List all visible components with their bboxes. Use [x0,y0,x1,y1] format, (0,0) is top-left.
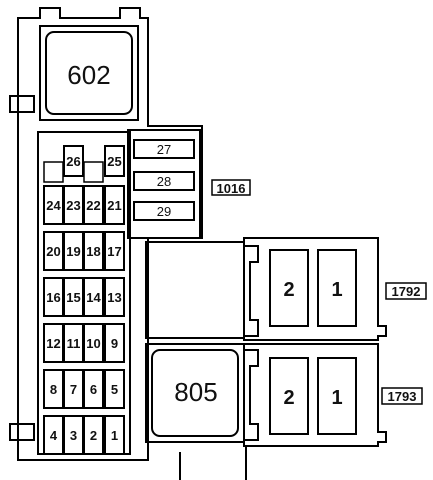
fuse-12-label: 12 [46,336,60,351]
upper-block-label-box [211,179,251,196]
fuse-9 [104,323,125,363]
fuse-10 [83,323,104,363]
fuse-11-label: 11 [67,336,81,351]
fuse-16-label: 16 [46,290,60,305]
fuse-5-label: 5 [111,382,118,397]
fuse-9-label: 9 [111,336,118,351]
mounting-tab-upper [9,95,35,113]
relay-group-1792-label: 1792 [392,284,421,299]
fuse-26 [63,145,84,177]
relay-602-label: 602 [67,60,110,90]
empty-fuse-slot [43,161,64,183]
fuse-17-label: 17 [107,244,121,259]
fuse-28-label: 28 [157,174,171,189]
fuse-27-label: 27 [157,142,171,157]
fuse-18 [83,231,104,271]
fuse-29 [133,201,195,221]
relay-group-1792-slot-left [269,249,309,327]
latch-upper [244,245,259,337]
relay-group-1792-label-box [385,282,427,300]
upper-block-label: 1016 [217,181,246,196]
fuse-10-label: 10 [86,336,100,351]
relay-group-1793-slot-1: 1 [331,387,342,409]
relay-group-1793-slot-2: 2 [283,387,294,409]
fuse-19-label: 19 [66,244,80,259]
upper-fuse-group: 27 28 29 [133,139,195,221]
fuse-3-label: 3 [70,428,77,443]
housing-outline [17,7,203,461]
upper-fuse-block [127,129,201,239]
fuse-26-label: 26 [66,154,80,169]
empty-relay-slot [145,241,245,339]
relay-group-1793-label-box [381,387,423,405]
fuse-18-label: 18 [86,244,100,259]
fuse-27 [133,139,195,159]
fuse-14 [83,277,104,317]
relay-805-inner [151,349,239,437]
fuse-14-label: 14 [86,290,101,305]
fuse-1-label: 1 [111,428,118,443]
fuse-20-label: 20 [46,244,60,259]
empty-fuse-slot [83,161,104,183]
mounting-tab-lower [9,423,35,441]
fuse-6-label: 6 [90,382,97,397]
fuse-13 [104,277,125,317]
fuse-2 [83,415,104,455]
fuse-13-label: 13 [107,290,121,305]
relay-group-1793-label: 1793 [388,389,417,404]
fuse-29-label: 29 [157,204,171,219]
fuse-24-label: 24 [46,198,61,213]
fuse-4-label: 4 [50,428,58,443]
relay-group-1792-slot-1: 1 [331,279,342,301]
fuse-17 [104,231,125,271]
relay-602-inner [45,31,133,115]
relay-group-1792-outline [243,237,387,341]
fuse-22-label: 22 [86,198,100,213]
fuse-21-label: 21 [107,198,121,213]
relay-group-1793-slot-right [317,357,357,435]
relay-805-label: 805 [174,377,217,407]
relay-group-1793-slot-left [269,357,309,435]
fuse-1 [104,415,125,455]
latch-lower [244,349,259,441]
relay-group-1792-slot-2: 2 [283,279,294,301]
fuse-21 [104,185,125,225]
relay-602-outer [39,25,139,121]
fuse-25 [104,145,125,177]
relay-group-1792-slot-right [317,249,357,327]
relay-group-1793-outline [243,343,387,447]
fuse-5 [104,369,125,409]
fuse-2-label: 2 [90,428,97,443]
fuse-25-label: 25 [107,154,121,169]
fuse-22 [83,185,104,225]
fuse-7-label: 7 [70,382,77,397]
fuse-6 [83,369,104,409]
fuse-28 [133,171,195,191]
fuse-8-label: 8 [50,382,57,397]
fuse-15-label: 15 [66,290,80,305]
fuse-23-label: 23 [66,198,80,213]
